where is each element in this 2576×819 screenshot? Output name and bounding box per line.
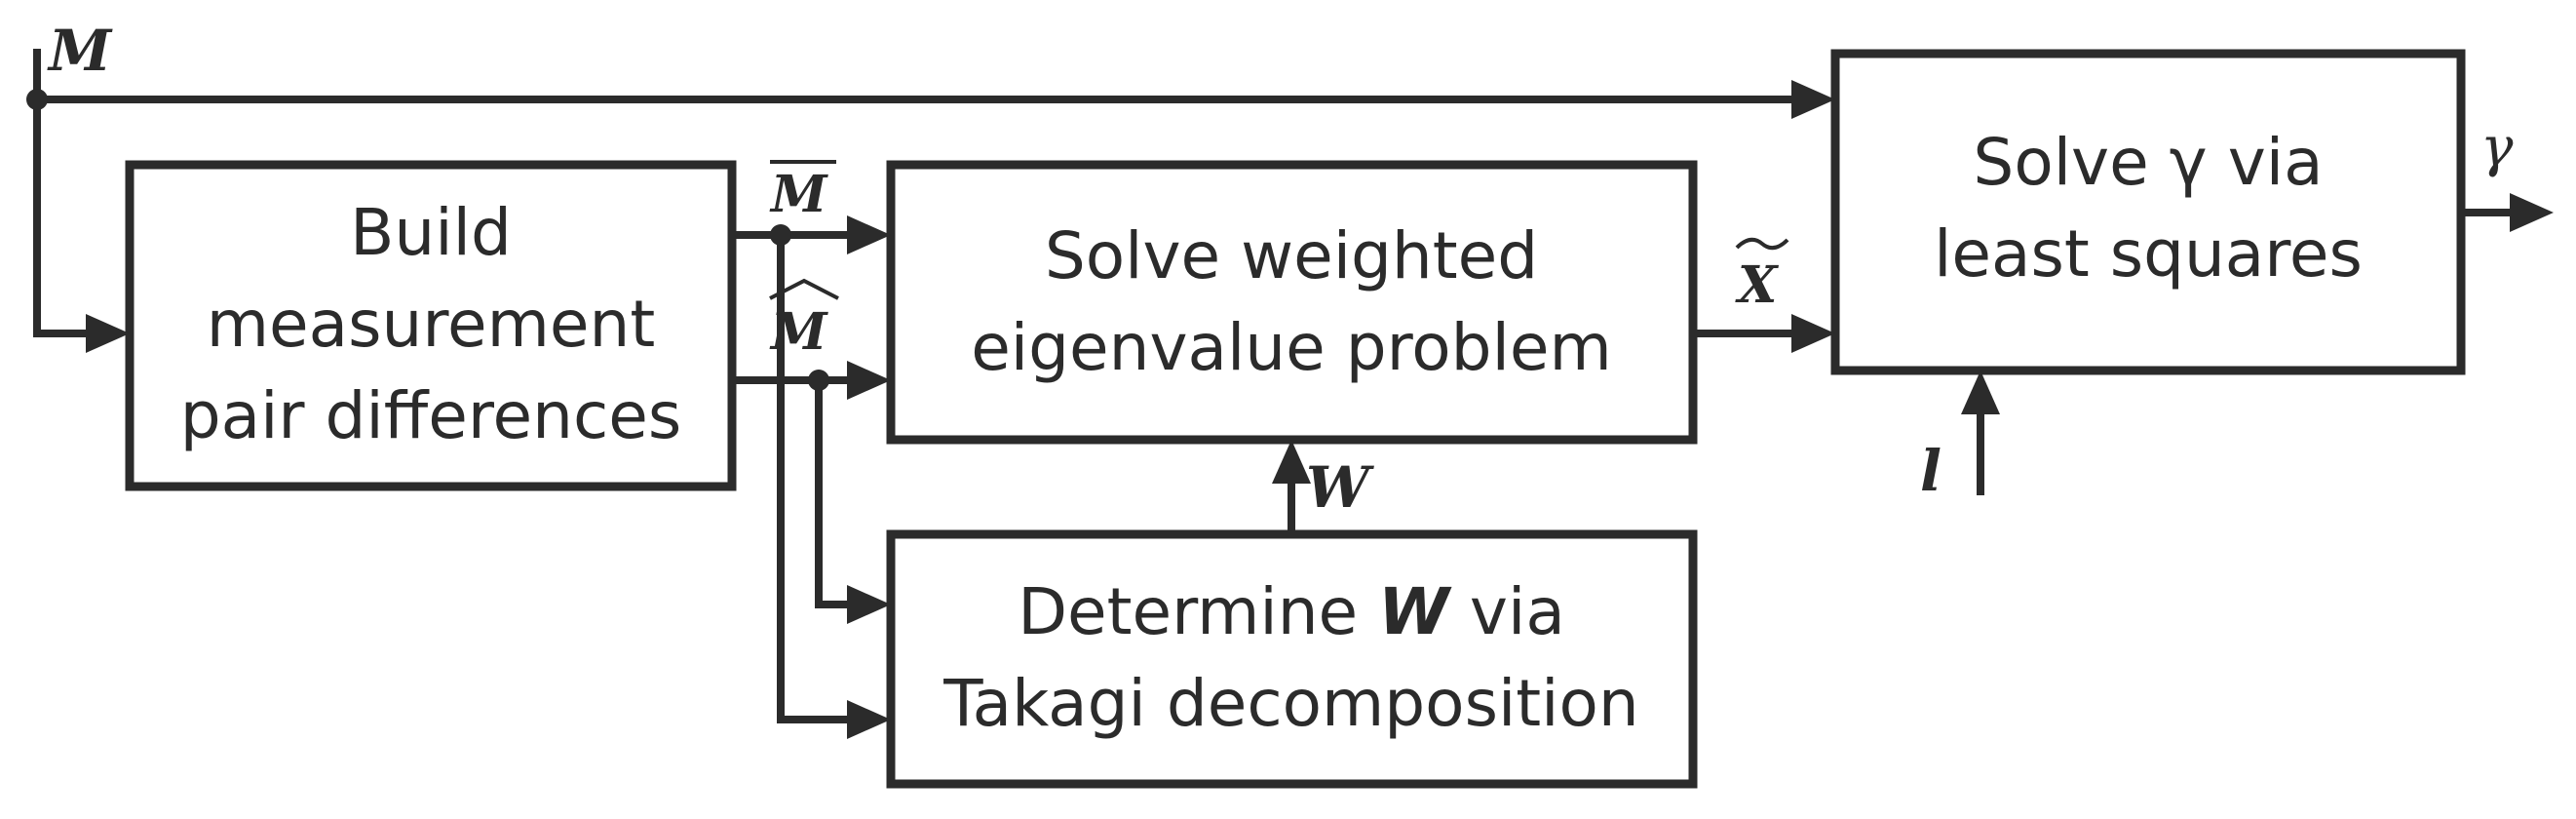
determine-w-text-symbol: W (1378, 574, 1452, 649)
wire-x-tilde (1693, 314, 1835, 353)
block-determine-w-line-2: Takagi decomposition (942, 666, 1638, 741)
hat-accent (769, 278, 839, 300)
arrowhead-m-hat-to-eig (847, 361, 891, 400)
signal-x-tilde: X (1735, 237, 1789, 315)
wire-l (1961, 370, 2000, 495)
block-solve-gamma-line-2: least squares (1934, 216, 2363, 292)
arrowhead-w-to-eig (1272, 440, 1311, 484)
signal-m-bar: M (769, 160, 836, 224)
signal-label-m-bar: M (769, 165, 828, 224)
arrowhead-m-bar-to-eig (847, 215, 891, 254)
block-solve-gamma-line-1: Solve γ via (1973, 125, 2323, 200)
junction-m-hat (808, 370, 829, 391)
block-build-differences: Build measurement pair differences (125, 160, 737, 491)
block-solve-eigenvalue-box (886, 160, 1698, 445)
block-determine-w-line-1: Determine W via (1018, 574, 1565, 649)
junction-m-bar (770, 224, 791, 246)
arrowhead-x-to-gamma (1791, 314, 1835, 353)
wire-m-input (26, 49, 1835, 353)
arrowhead-gamma-output (2510, 193, 2554, 232)
block-build-line-3: pair differences (180, 378, 682, 453)
signal-label-m-hat: M (769, 302, 828, 362)
determine-w-text-post: via (1449, 574, 1565, 649)
block-solve-eig-line-2: eigenvalue problem (971, 310, 1612, 385)
block-determine-w-box (886, 529, 1698, 789)
wire-m-bar (732, 215, 891, 739)
arrowhead-m-hat-to-determine (847, 585, 891, 624)
signal-m-hat: M (769, 278, 839, 362)
block-solve-eig-line-1: Solve weighted (1045, 218, 1538, 293)
block-solve-gamma-box (1830, 49, 2466, 375)
signal-label-l: l (1920, 438, 1942, 504)
block-determine-w: Determine W via Takagi decomposition (886, 529, 1698, 789)
wire-gamma-output (2461, 193, 2554, 232)
arrowhead-l-to-gamma (1961, 370, 2000, 414)
signal-label-gamma: γ (2480, 116, 2514, 179)
determine-w-text-pre: Determine (1018, 574, 1378, 649)
junction-m (26, 89, 48, 110)
block-build-differences-box (125, 160, 737, 491)
signal-label-x-tilde: X (1735, 255, 1780, 315)
signal-label-m: M (47, 18, 113, 84)
block-build-line-2: measurement (207, 287, 655, 362)
block-solve-eigenvalue: Solve weighted eigenvalue problem (886, 160, 1698, 445)
arrowhead-m-to-gamma (1791, 80, 1835, 119)
arrowhead-m-bar-to-determine (847, 700, 891, 739)
block-solve-gamma: Solve γ via least squares (1830, 49, 2466, 375)
wire-m-hat (732, 361, 891, 624)
wire-w (1272, 440, 1311, 534)
block-build-line-1: Build (350, 195, 512, 270)
signal-label-w: W (1306, 454, 1374, 521)
arrowhead-m-to-build (86, 314, 130, 353)
tilde-accent (1735, 237, 1789, 251)
